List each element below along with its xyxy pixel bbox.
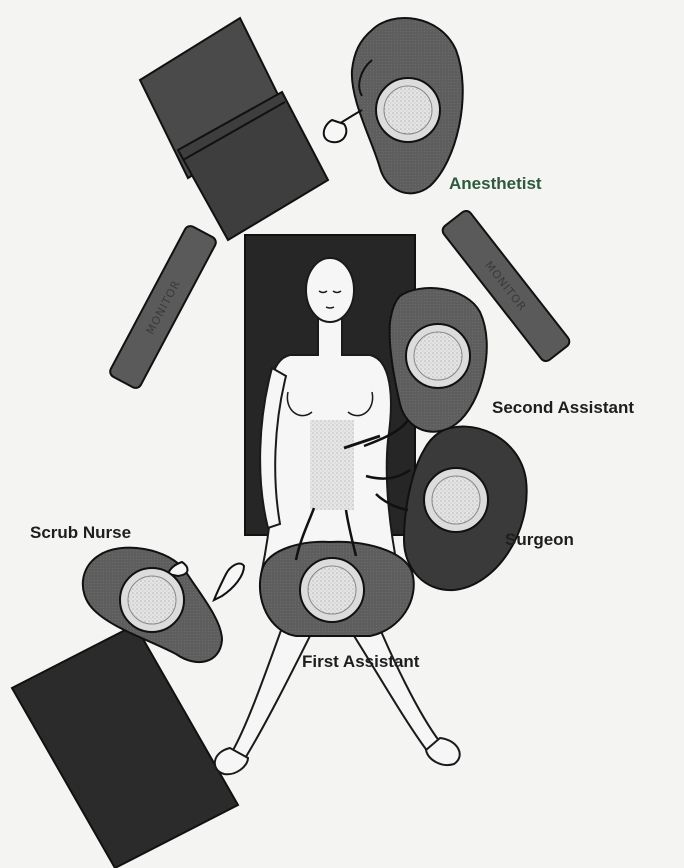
monitor-left: MONITOR — [108, 224, 218, 390]
label-first-assistant: First Assistant — [302, 652, 419, 672]
label-anesthetist: Anesthetist — [449, 174, 542, 194]
surgical-prep-area — [310, 420, 354, 510]
patient-head — [306, 258, 354, 322]
anesthetist-hand — [324, 120, 347, 142]
label-second-assistant: Second Assistant — [492, 398, 634, 418]
label-scrub-nurse: Scrub Nurse — [30, 523, 131, 543]
label-surgeon: Surgeon — [505, 530, 574, 550]
scrub-nurse-hand-right — [214, 564, 244, 600]
anesthesia-machine — [140, 18, 328, 240]
anesthetist — [324, 18, 463, 193]
